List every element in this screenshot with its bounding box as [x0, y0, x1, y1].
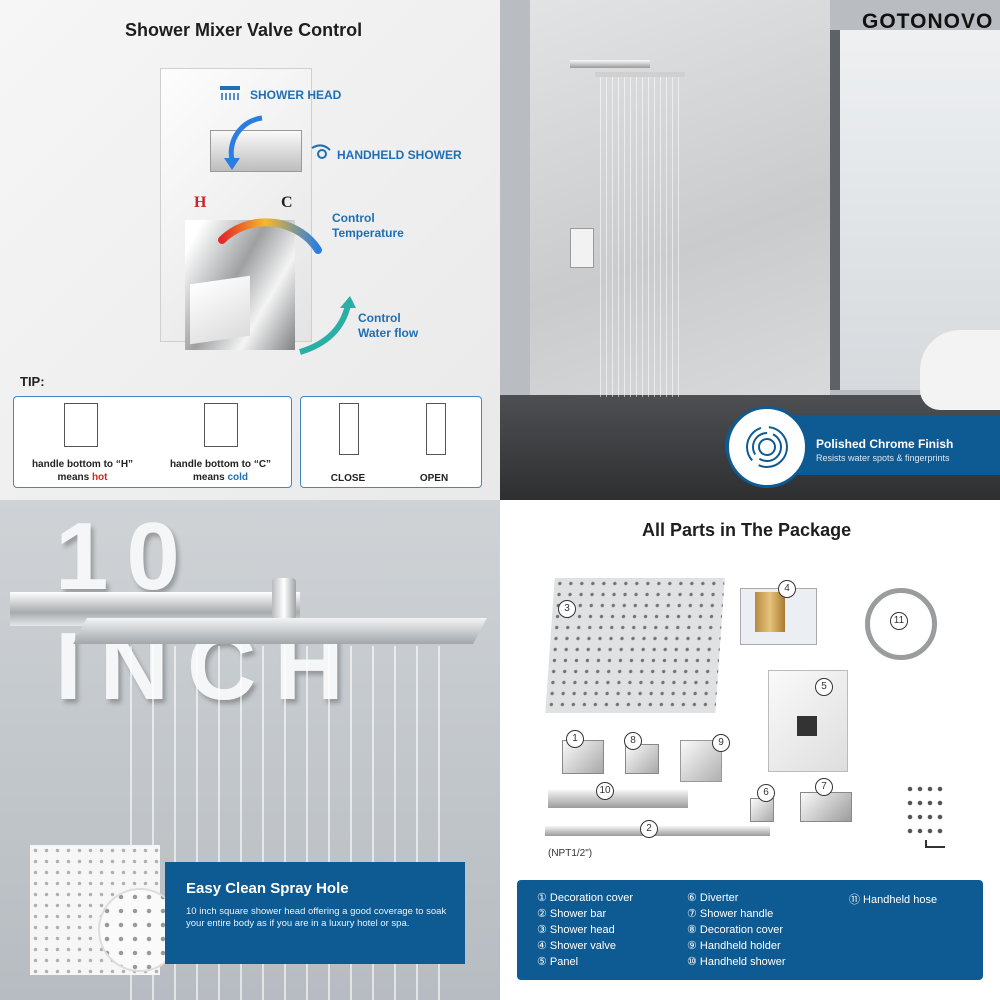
cold-c-marker: C: [281, 194, 293, 211]
water-stream: [600, 77, 680, 397]
tip-open-valve-icon: [426, 403, 446, 455]
handheld-shower-label: HANDHELD SHOWER: [337, 148, 462, 162]
spray-description: 10 inch square shower head offering a go…: [186, 906, 447, 929]
parts-legend: ① Decoration cover ② Shower bar ③ Shower…: [517, 880, 983, 980]
part-shower-head: [545, 578, 725, 713]
part-handheld-shower: [548, 790, 688, 808]
part-handheld-holder: [680, 740, 722, 782]
part-number-9: 9: [712, 734, 730, 752]
finish-subtitle: Resists water spots & fingerprints: [816, 453, 950, 463]
temperature-tip-box: [13, 396, 292, 488]
npt-label: (NPT1/2"): [548, 848, 593, 859]
shower-head-icon: [220, 86, 240, 90]
legend-item-8: ⑧ Decoration cover: [687, 924, 784, 936]
temperature-arc: [218, 218, 322, 254]
shower-arm: [570, 60, 650, 68]
tip-cold-line1: handle bottom to “C”: [169, 459, 272, 470]
diverter-knob: [210, 130, 302, 172]
tip-label: TIP:: [20, 374, 45, 389]
control-temperature-line2: Temperature: [332, 226, 404, 240]
legend-item-3: ③ Shower head: [537, 924, 615, 936]
part-number-7: 7: [815, 778, 833, 796]
part-number-11: 11: [890, 612, 908, 630]
part-number-3: 3: [558, 600, 576, 618]
shower-head-label: SHOWER HEAD: [250, 88, 342, 102]
package-title: All Parts in The Package: [642, 520, 852, 540]
legend-item-5: ⑤ Panel: [537, 956, 579, 968]
part-number-4: 4: [778, 580, 796, 598]
part-diverter: [750, 798, 774, 822]
part-number-2: 2: [640, 820, 658, 838]
control-flow-line2: Water flow: [358, 326, 419, 340]
tip-cold-word: cold: [227, 472, 249, 483]
tip-hot-word: hot: [91, 472, 108, 483]
control-flow-line1: Control: [358, 311, 401, 325]
square-shower-head: [73, 618, 487, 644]
part-number-5: 5: [815, 678, 833, 696]
part-decoration-cover-1: [562, 740, 604, 774]
part-number-8: 8: [624, 732, 642, 750]
tip-cold-text: handle bottom to “C” means cold: [158, 458, 283, 484]
swivel-connector: [272, 578, 296, 620]
wall-valve: [570, 228, 594, 268]
diverter-arrow: [228, 115, 263, 161]
bathroom-scene-panel: GOTONOVO Polished Chrome Finish Resists …: [500, 0, 1000, 500]
legend-item-11: ⑪ Handheld hose: [849, 894, 938, 906]
tip-close-valve-icon: [339, 403, 359, 455]
part-number-6: 6: [757, 784, 775, 802]
valve-control-panel: Shower Mixer Valve Control: [0, 0, 500, 500]
open-label: OPEN: [419, 473, 449, 484]
part-handheld-hose: [865, 588, 937, 660]
tip-hot-means: means: [57, 472, 90, 483]
valve-control-title: Shower Mixer Valve Control: [125, 20, 363, 40]
spray-info-card: [165, 862, 465, 964]
legend-item-10: ⑩ Handheld shower: [687, 956, 786, 968]
spray-title: Easy Clean Spray Hole: [186, 880, 349, 897]
ten-inch-panel: 10 INCH Easy Clean Spray Hole 10 inch sq…: [0, 500, 500, 1000]
tip-hot-text: handle bottom to “H” means hot: [20, 458, 145, 484]
tip-cold-valve-icon: [204, 403, 238, 447]
tip-hot-valve-icon: [64, 403, 98, 447]
legend-item-9: ⑨ Handheld holder: [687, 940, 781, 952]
part-shower-handle: [800, 792, 852, 822]
tip-cold-line2: means cold: [158, 471, 283, 484]
allen-key: [925, 840, 945, 848]
tip-cold-means: means: [192, 472, 225, 483]
flow-tip-box: [300, 396, 482, 488]
tip-hot-line2: means hot: [20, 471, 145, 484]
part-panel-cutout: [797, 716, 817, 736]
tip-hot-line1: handle bottom to “H”: [31, 459, 134, 470]
fingerprint-icon-circle: [726, 406, 808, 488]
legend-item-1: ① Decoration cover: [537, 892, 634, 904]
part-number-1: 1: [566, 730, 584, 748]
legend-item-4: ④ Shower valve: [537, 940, 616, 952]
legend-item-6: ⑥ Diverter: [687, 892, 739, 904]
control-temperature-label: Control Temperature: [332, 211, 404, 241]
finish-title: Polished Chrome Finish: [816, 437, 954, 451]
part-valve-brass: [755, 592, 785, 632]
bathtub: [920, 330, 1000, 410]
flow-arrow: [299, 304, 351, 355]
control-flow-label: Control Water flow: [358, 311, 418, 341]
fingerprint-icon: [746, 426, 788, 468]
handheld-shower-icon: [311, 144, 331, 151]
part-number-10: 10: [596, 782, 614, 800]
legend-item-7: ⑦ Shower handle: [687, 908, 774, 920]
brand-logo: GOTONOVO: [862, 10, 994, 33]
close-label: CLOSE: [330, 473, 366, 484]
screws-set: [905, 782, 945, 837]
legend-item-2: ② Shower bar: [537, 908, 607, 920]
control-temperature-line1: Control: [332, 211, 375, 225]
hot-h-marker: H: [194, 194, 207, 211]
rain-shower-head: [595, 72, 685, 77]
